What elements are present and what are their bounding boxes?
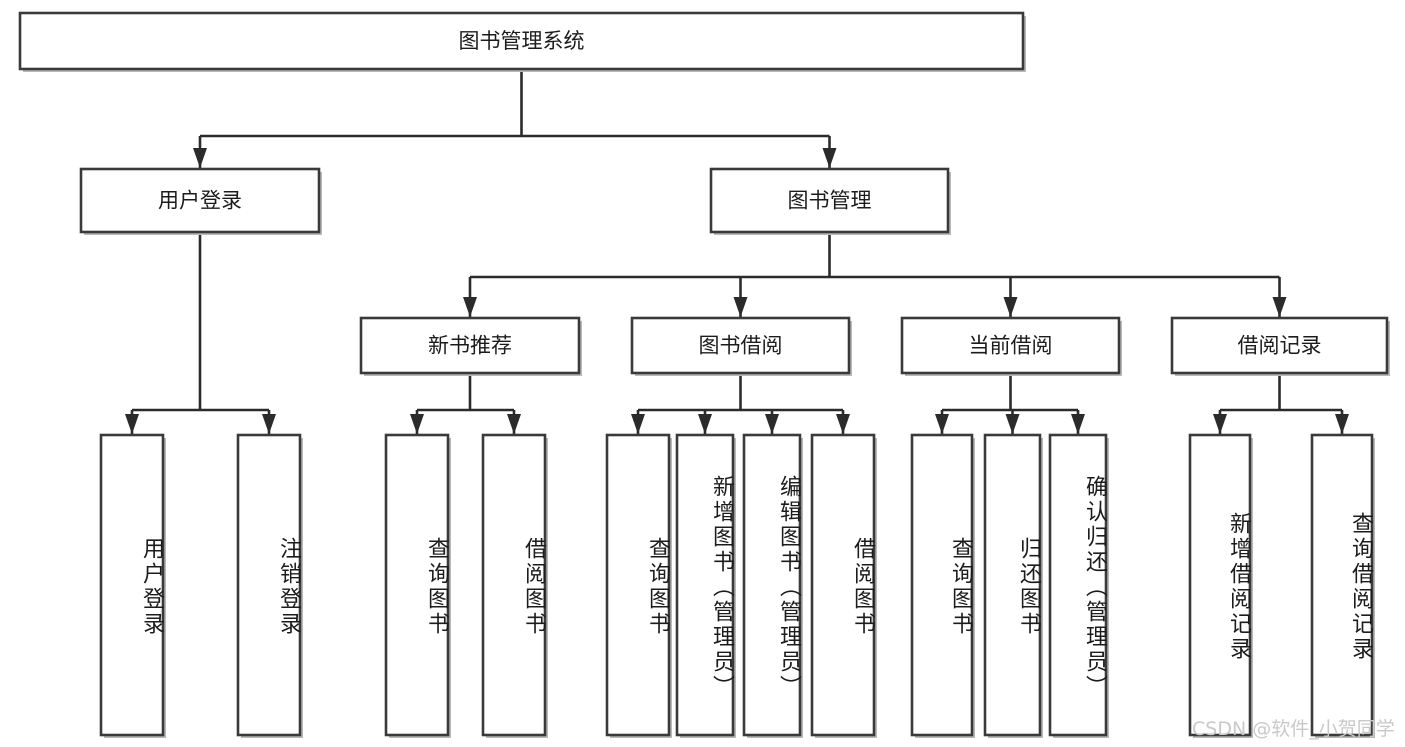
arrow-head-icon bbox=[1003, 297, 1018, 317]
arrow-head-icon bbox=[1213, 414, 1227, 434]
arrow-head-icon bbox=[765, 414, 779, 434]
watermark-text: CSDN @软件_小贺同学 bbox=[1192, 718, 1395, 740]
arrow-head-icon bbox=[1335, 414, 1349, 434]
node-box-leaf-1[interactable] bbox=[236, 433, 302, 737]
arrow-head-icon bbox=[193, 148, 207, 168]
arrow-head-icon bbox=[262, 414, 276, 434]
boxes-layer bbox=[18, 11, 1390, 738]
node-box-leaf-12[interactable] bbox=[1310, 433, 1374, 737]
node-box-level2-0[interactable] bbox=[79, 167, 321, 234]
node-box-level3-1[interactable] bbox=[630, 316, 851, 375]
node-box-leaf-11[interactable] bbox=[1188, 433, 1252, 737]
arrow-head-icon bbox=[698, 414, 712, 434]
node-label-level2-1: 图书管理 bbox=[788, 189, 872, 213]
node-box-level3-3[interactable] bbox=[1170, 316, 1389, 375]
arrow-head-icon bbox=[1005, 414, 1020, 434]
node-box-level3-2[interactable] bbox=[900, 316, 1121, 375]
arrow-head-icon bbox=[733, 297, 748, 317]
arrow-head-icon bbox=[1071, 414, 1085, 434]
node-box-leaf-6[interactable] bbox=[742, 433, 802, 737]
node-label-level3-0: 新书推荐 bbox=[428, 334, 512, 358]
node-box-leaf-10[interactable] bbox=[1048, 433, 1108, 737]
node-label-level2-0: 用户登录 bbox=[158, 189, 242, 213]
arrow-head-icon bbox=[125, 414, 139, 434]
node-box-leaf-7[interactable] bbox=[810, 433, 876, 737]
node-box-level2-1[interactable] bbox=[709, 167, 950, 234]
connectors-layer bbox=[125, 69, 1349, 434]
arrow-head-icon bbox=[463, 297, 477, 317]
node-box-leaf-8[interactable] bbox=[910, 433, 974, 737]
arrow-head-icon bbox=[631, 414, 645, 434]
arrow-head-icon bbox=[507, 414, 521, 434]
node-box-leaf-5[interactable] bbox=[675, 433, 735, 737]
arrow-head-icon bbox=[836, 414, 850, 434]
node-label-level3-2: 当前借阅 bbox=[969, 334, 1053, 358]
node-box-leaf-9[interactable] bbox=[983, 433, 1042, 737]
node-box-leaf-0[interactable] bbox=[99, 433, 165, 737]
node-label-level3-1: 图书借阅 bbox=[699, 334, 783, 358]
arrow-head-icon bbox=[1272, 297, 1287, 317]
node-box-level3-0[interactable] bbox=[359, 316, 581, 375]
arrow-head-icon bbox=[935, 414, 949, 434]
arrow-head-icon bbox=[822, 148, 837, 168]
arrow-head-icon bbox=[410, 414, 424, 434]
node-label-level3-3: 借阅记录 bbox=[1238, 334, 1322, 358]
node-box-leaf-4[interactable] bbox=[605, 433, 671, 737]
node-label-root: 图书管理系统 bbox=[459, 29, 585, 53]
node-box-leaf-3[interactable] bbox=[481, 433, 547, 737]
node-box-root[interactable] bbox=[18, 11, 1025, 71]
node-box-leaf-2[interactable] bbox=[384, 433, 450, 737]
